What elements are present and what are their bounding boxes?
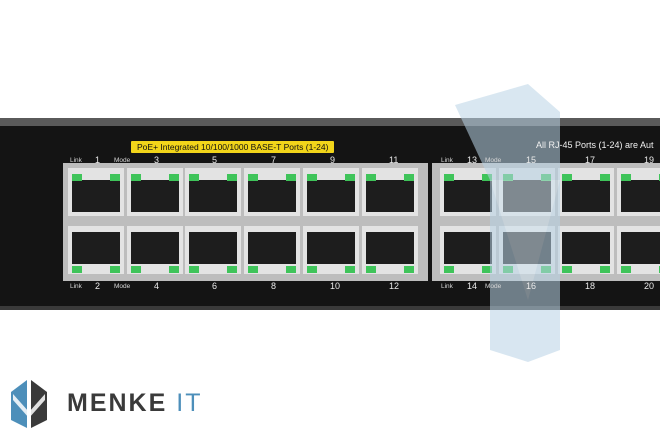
link-led — [307, 266, 317, 273]
brand-suffix-text: IT — [176, 389, 203, 417]
mode-led — [169, 266, 179, 273]
port-number-top: 1 — [95, 155, 101, 165]
rj45-port-bottom-opening — [189, 232, 237, 264]
mode-led — [482, 174, 492, 181]
mode-led — [600, 174, 610, 181]
rj45-port-top-opening — [307, 180, 355, 212]
link-led — [562, 174, 572, 181]
link-led — [72, 174, 82, 181]
rj45-port-bottom-opening — [621, 232, 660, 264]
port-number-bottom: 14 — [467, 281, 478, 291]
rj45-port-bottom-opening — [248, 232, 296, 264]
rj45-port-top-opening — [131, 180, 179, 212]
link-led — [562, 266, 572, 273]
link-led — [621, 174, 631, 181]
brand-main-text: MENKE — [67, 389, 168, 417]
mode-led — [345, 266, 355, 273]
rj45-port-bottom-opening — [131, 232, 179, 264]
port-number-bottom: 16 — [526, 281, 537, 291]
chassis-bottom-edge — [0, 306, 660, 310]
mode-led — [169, 174, 179, 181]
port-number-bottom: 10 — [330, 281, 341, 291]
poe-ports-label: PoE+ Integrated 10/100/1000 BASE-T Ports… — [131, 141, 335, 153]
link-legend-bottom: Link — [441, 283, 453, 290]
rj45-port-bottom-opening — [366, 232, 414, 264]
port-number-top: 19 — [644, 155, 655, 165]
port-number-top: 3 — [154, 155, 160, 165]
port-number-bottom: 4 — [154, 281, 160, 291]
link-led — [189, 174, 199, 181]
mode-led — [227, 266, 237, 273]
link-led — [131, 174, 141, 181]
mode-led — [227, 174, 237, 181]
mode-legend-top: Mode — [485, 157, 502, 164]
port-number-top: 5 — [212, 155, 218, 165]
link-led — [366, 266, 376, 273]
rj45-port-top-opening — [248, 180, 296, 212]
port-number-bottom: 18 — [585, 281, 596, 291]
port-number-top: 7 — [271, 155, 277, 165]
rj45-auto-note: All RJ-45 Ports (1-24) are Aut — [536, 140, 654, 150]
rj45-port-top-opening — [189, 180, 237, 212]
mode-legend-bottom: Mode — [114, 283, 131, 290]
port-number-top: 9 — [330, 155, 336, 165]
rj45-port-bottom-opening — [307, 232, 355, 264]
port-number-top: 13 — [467, 155, 478, 165]
rj45-port-bottom-opening — [72, 232, 120, 264]
link-led — [621, 266, 631, 273]
rj45-port-top-opening — [72, 180, 120, 212]
link-legend-top: Link — [441, 157, 453, 164]
port-number-bottom: 2 — [95, 281, 101, 291]
mode-led — [286, 174, 296, 181]
link-led — [248, 266, 258, 273]
rj45-port-top-opening — [562, 180, 610, 212]
mode-led — [286, 266, 296, 273]
link-led — [366, 174, 376, 181]
mode-led — [404, 174, 414, 181]
link-led — [131, 266, 141, 273]
mode-led — [110, 174, 120, 181]
rj45-port-top-opening — [366, 180, 414, 212]
port-number-top: 15 — [526, 155, 537, 165]
port-number-top: 17 — [585, 155, 596, 165]
mode-led — [345, 174, 355, 181]
mode-led — [404, 266, 414, 273]
link-legend-top: Link — [70, 157, 82, 164]
link-led — [189, 266, 199, 273]
menke-logo-icon — [11, 380, 47, 428]
link-legend-bottom: Link — [70, 283, 82, 290]
link-led — [72, 266, 82, 273]
rj45-port-top-opening — [621, 180, 660, 212]
link-led — [444, 266, 454, 273]
port-number-bottom: 8 — [271, 281, 277, 291]
rj45-port-bottom-opening — [562, 232, 610, 264]
port-number-bottom: 6 — [212, 281, 218, 291]
port-number-top: 11 — [389, 155, 399, 165]
link-led — [248, 174, 258, 181]
watermark-logo — [455, 84, 560, 362]
port-number-bottom: 12 — [389, 281, 400, 291]
link-led — [444, 174, 454, 181]
mode-led — [482, 266, 492, 273]
rj45-port-bottom-opening — [444, 232, 492, 264]
mode-led — [600, 266, 610, 273]
chassis-top-edge — [0, 118, 660, 126]
mode-legend-bottom: Mode — [485, 283, 502, 290]
port-number-bottom: 20 — [644, 281, 655, 291]
brand-wordmark: MENKE IT — [67, 389, 202, 418]
mode-legend-top: Mode — [114, 157, 131, 164]
link-led — [307, 174, 317, 181]
mode-led — [110, 266, 120, 273]
rj45-port-top-opening — [444, 180, 492, 212]
